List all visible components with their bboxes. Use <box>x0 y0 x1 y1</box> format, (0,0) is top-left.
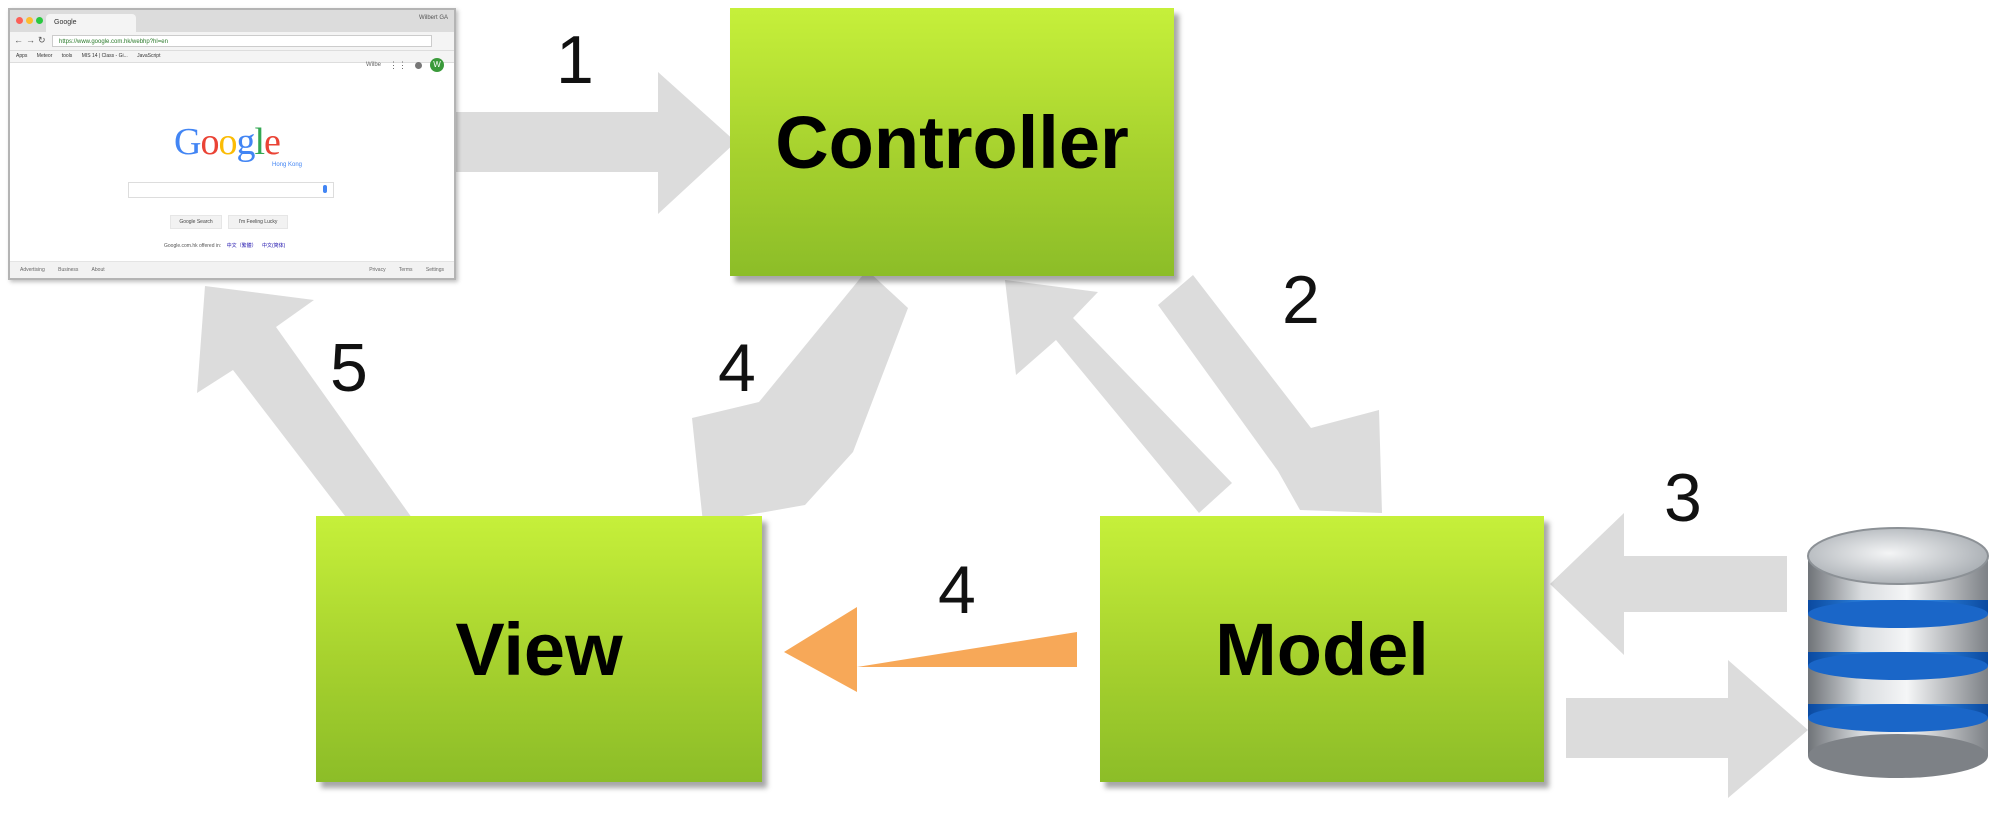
forward-icon[interactable]: → <box>26 35 35 45</box>
bookmark-item[interactable]: MIS 14 | Class - Gi... <box>81 53 128 59</box>
offered-text: Google.com.hk offered in: <box>164 243 222 249</box>
search-input[interactable] <box>128 182 334 198</box>
bookmark-item[interactable]: tools <box>61 53 73 59</box>
minimize-window-icon[interactable] <box>26 17 33 24</box>
bookmark-item[interactable]: Meteor <box>36 53 53 59</box>
avatar[interactable]: W <box>430 58 444 72</box>
google-logo: Google <box>174 121 281 163</box>
step-number-1: 1 <box>556 22 594 98</box>
user-link[interactable]: Wilbe <box>365 62 381 68</box>
tab-title: Google <box>54 19 77 26</box>
footer-link[interactable]: Advertising <box>20 267 45 273</box>
footer-left-links: Advertising Business About <box>20 262 117 278</box>
footer-link[interactable]: Terms <box>398 267 413 273</box>
back-icon[interactable]: ← <box>14 35 23 45</box>
language-link[interactable]: 中文（繁體） <box>226 243 257 249</box>
footer-link[interactable]: Privacy <box>369 267 386 273</box>
close-window-icon[interactable] <box>16 17 23 24</box>
arrow-model-to-controller <box>1005 280 1232 513</box>
language-link[interactable]: 中文(简体) <box>261 243 286 249</box>
profile-name[interactable]: Wilbert GA <box>418 15 448 21</box>
footer-link[interactable]: Business <box>58 267 79 273</box>
arrow-step-4-controller-to-view <box>692 270 908 523</box>
maximize-window-icon[interactable] <box>36 17 43 24</box>
database-icon <box>1807 527 1989 778</box>
logo-region: Hong Kong <box>272 162 303 168</box>
microphone-icon[interactable] <box>323 185 327 193</box>
notifications-icon[interactable] <box>415 61 422 69</box>
model-box: Model <box>1100 516 1544 782</box>
arrow-step-3 <box>1550 513 1787 655</box>
google-footer: Advertising Business About Privacy Terms… <box>10 261 454 278</box>
footer-right-links: Privacy Terms Settings <box>369 262 444 278</box>
arrow-model-to-database <box>1566 660 1808 798</box>
view-label: View <box>455 607 623 691</box>
feeling-lucky-button[interactable]: I'm Feeling Lucky <box>228 215 288 229</box>
controller-label: Controller <box>775 100 1129 184</box>
browser-tab[interactable]: Google <box>46 14 136 32</box>
browser-tab-bar: Google Wilbert GA <box>10 10 454 32</box>
address-bar-row: ← → ↻ https://www.google.com.hk/webhp?hl… <box>10 32 454 51</box>
step-number-2: 2 <box>1282 262 1320 338</box>
footer-link[interactable]: About <box>91 267 105 273</box>
arrow-step-2 <box>1158 275 1382 513</box>
arrow-step-1 <box>452 72 736 214</box>
apps-grid-icon[interactable]: ⋮⋮ <box>389 59 407 70</box>
google-top-links: Wilbe ⋮⋮ W <box>366 58 444 72</box>
bookmark-item[interactable]: Apps <box>16 53 28 59</box>
model-label: Model <box>1215 607 1429 691</box>
controller-box: Controller <box>730 8 1174 276</box>
google-search-button[interactable]: Google Search <box>170 215 222 229</box>
arrow-step-5 <box>197 286 412 542</box>
step-number-4-controller-to-view: 4 <box>718 330 756 406</box>
footer-link[interactable]: Settings <box>425 267 444 273</box>
browser-window: Google Wilbert GA ← → ↻ https://www.goog… <box>8 8 456 280</box>
bookmarks-bar: Apps Meteor tools MIS 14 | Class - Gi...… <box>10 51 454 63</box>
language-offer: Google.com.hk offered in: 中文（繁體） 中文(简体) <box>164 242 285 249</box>
step-number-3: 3 <box>1664 460 1702 536</box>
view-box: View <box>316 516 762 782</box>
bookmark-item[interactable]: JavaScript <box>137 53 161 59</box>
step-number-5: 5 <box>330 330 368 406</box>
arrow-step-4-model-to-view <box>784 607 1077 692</box>
url-input[interactable]: https://www.google.com.hk/webhp?hl=en <box>52 35 432 47</box>
step-number-4-model-to-view: 4 <box>938 552 976 628</box>
reload-icon[interactable]: ↻ <box>38 35 46 45</box>
